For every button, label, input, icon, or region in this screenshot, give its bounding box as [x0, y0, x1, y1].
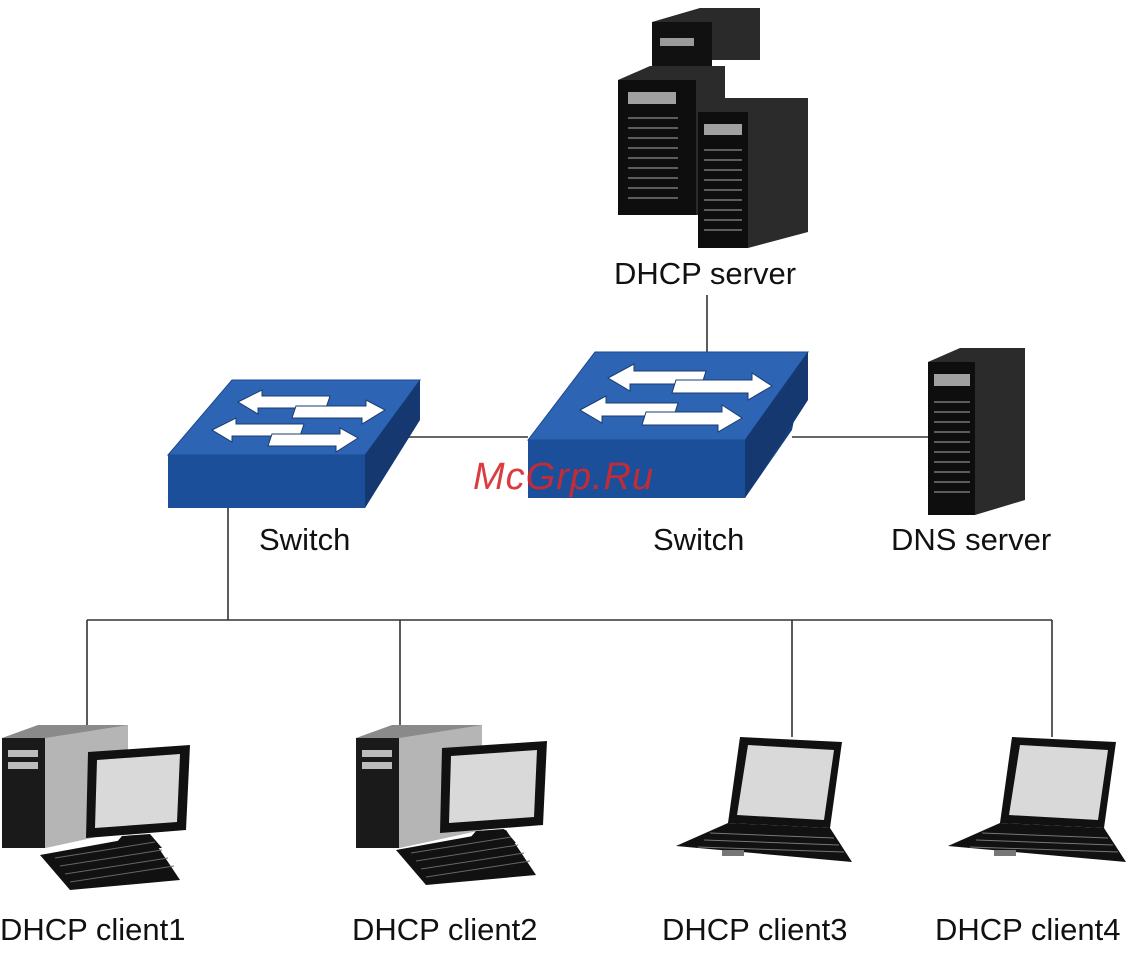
switch-left-label: Switch: [259, 522, 350, 558]
client2-desktop-icon: [356, 725, 547, 885]
dhcp-server-label: DHCP server: [614, 256, 796, 292]
client1-desktop-icon: [2, 725, 190, 890]
dns-server-icon: [928, 348, 1025, 515]
client1-label: DHCP client1: [0, 912, 186, 948]
switch-left-icon: [168, 380, 420, 508]
dns-server-label: DNS server: [891, 522, 1051, 558]
client2-label: DHCP client2: [352, 912, 538, 948]
watermark: McGrp.Ru: [473, 456, 654, 499]
client4-label: DHCP client4: [935, 912, 1121, 948]
switch-center-label: Switch: [653, 522, 744, 558]
client4-laptop-icon: [948, 737, 1126, 862]
dhcp-server-icon: [618, 8, 808, 248]
connection-lines: [87, 295, 1052, 737]
client3-laptop-icon: [676, 737, 852, 862]
client3-label: DHCP client3: [662, 912, 848, 948]
